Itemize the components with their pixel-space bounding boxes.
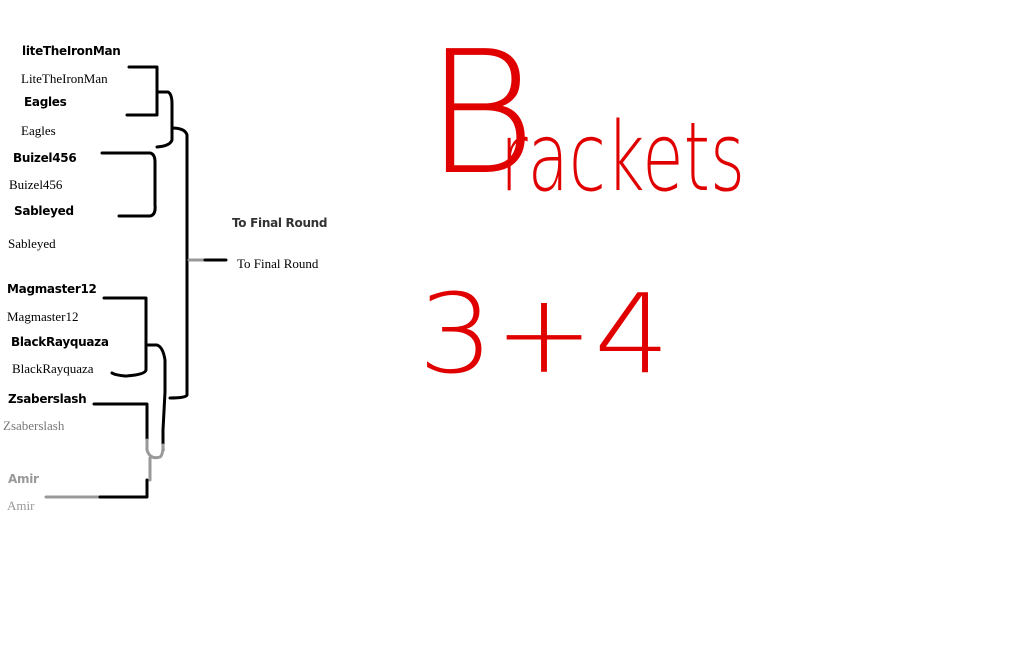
bracket-line-semi-top <box>168 126 189 400</box>
entry-bold-3: Buizel456 <box>13 151 76 165</box>
final-round-plain: To Final Round <box>237 256 319 271</box>
bracket-line-pair-3 <box>102 296 148 378</box>
bracket-line-join-3 <box>146 343 167 452</box>
handwritten-title-initial: B <box>425 15 536 213</box>
bracket-line-pair-2 <box>100 151 157 218</box>
bracket-line-join-1 <box>155 90 174 149</box>
entry-bold-6: BlackRayquaza <box>11 335 109 349</box>
bracket-line-amir-dark <box>98 478 149 499</box>
final-round-bold: To Final Round <box>232 216 327 230</box>
entry-plain-1: LiteTheIronMan <box>21 71 108 86</box>
entry-plain-4: Sableyed <box>8 236 56 251</box>
handwritten-title-rest: rackets <box>500 103 745 213</box>
entry-bold-2: Eagles <box>24 95 67 109</box>
entry-bold-7: Zsaberslash <box>8 392 86 406</box>
entry-bold-4: Sableyed <box>14 204 74 218</box>
entry-plain-5: Magmaster12 <box>7 309 78 324</box>
entry-plain-3: Buizel456 <box>9 177 63 192</box>
entry-bold-5: Magmaster12 <box>7 282 97 296</box>
entry-plain-7: Zsaberslash <box>3 418 65 433</box>
entry-bold-1: liteTheIronMan <box>22 44 121 58</box>
entry-plain-6: BlackRayquaza <box>12 361 94 376</box>
bracket-line-amir <box>44 456 152 499</box>
entry-bold-8: Amir <box>8 472 39 486</box>
entry-plain-2: Eagles <box>21 123 56 138</box>
bracket-line-pair-4 <box>92 402 149 442</box>
entry-plain-8: Amir <box>7 498 35 513</box>
bracket-line-pair-4-lower <box>145 438 165 460</box>
handwritten-subtitle: 3+4 <box>418 270 670 398</box>
bracket-line-pair-1 <box>125 65 159 117</box>
